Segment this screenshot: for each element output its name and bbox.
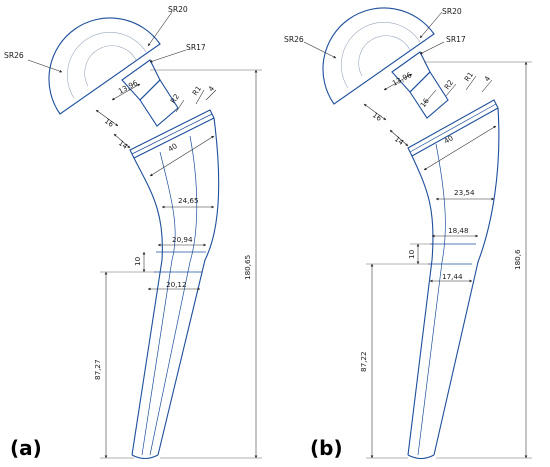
- neck-dim-label: 13,96: [117, 78, 140, 96]
- dim-14-label: 14: [393, 134, 406, 147]
- sr17-label: SR17: [186, 43, 206, 52]
- stem-outer-right: [433, 107, 500, 456]
- r2-leader: [175, 99, 185, 113]
- w1-dim-label: 24,65: [178, 196, 199, 205]
- head-inner-arc: [341, 21, 421, 89]
- femoral-head-cap: [322, 7, 435, 105]
- dim-4-label: 4: [482, 74, 492, 83]
- lower-len-label: 87,22: [359, 351, 368, 372]
- sr20-leader: [147, 11, 173, 47]
- sixteen-b-leader: [423, 89, 437, 105]
- head-inner-arc: [67, 31, 147, 99]
- dim-40-line: [149, 135, 215, 177]
- panel-a: SR26 SR20 SR17 13,96 16 14 R2 R1 4 40 24…: [4, 5, 262, 460]
- sr26-leader: [27, 59, 63, 73]
- sr20-leader: [419, 11, 443, 39]
- dim-4-line: [205, 89, 217, 101]
- dim-4-label: 4: [206, 84, 216, 93]
- r1-leader: [195, 89, 205, 105]
- neck-dim-line: [111, 83, 141, 101]
- dim-14-line: [113, 133, 131, 149]
- lower-len-label: 87,27: [93, 359, 102, 380]
- w2-dim-label: 20,94: [172, 235, 193, 244]
- total-len-label: 180,65: [243, 255, 252, 280]
- w1-dim-label: 23,54: [454, 188, 475, 197]
- dim-40-line: [423, 125, 497, 171]
- r2-label: R2: [442, 78, 455, 91]
- dim-10-label: 10: [133, 256, 142, 266]
- sr17-label: SR17: [446, 35, 466, 44]
- dim-40-label: 40: [166, 141, 179, 154]
- sr20-label: SR20: [442, 7, 462, 16]
- dim-16-line: [363, 103, 387, 121]
- neck-body: [139, 79, 179, 127]
- neck-body: [409, 71, 449, 119]
- dim-16-label: 16: [103, 116, 116, 129]
- r1-leader: [465, 75, 477, 91]
- neck-dim-label: 13,96: [391, 70, 414, 88]
- sr17-leader: [149, 49, 187, 63]
- stem-outer-left: [407, 155, 434, 456]
- dim-4-line: [481, 79, 493, 93]
- head-inner-arc-2: [84, 45, 137, 87]
- w2-dim-label: 18,48: [448, 226, 469, 235]
- r1-label: R1: [462, 70, 475, 83]
- panel-b: SR26 SR20 SR17 13,96 16 14 16 R2 R1 4 40…: [284, 7, 532, 460]
- dim-14-line: [389, 129, 409, 147]
- sr20-label: SR20: [168, 5, 188, 14]
- stem-tip: [131, 454, 159, 460]
- dim-16-label: 16: [371, 110, 384, 123]
- head-inner-arc-2: [358, 35, 411, 77]
- neck-dim-line: [383, 73, 413, 91]
- w3-dim-label: 20,12: [166, 280, 187, 289]
- sr26-label: SR26: [4, 51, 24, 60]
- sr17-leader: [419, 41, 445, 55]
- stem-inner-1: [141, 151, 176, 456]
- dim-10-label: 10: [407, 249, 416, 259]
- sr26-label: SR26: [284, 35, 304, 44]
- stem-tip: [407, 454, 435, 460]
- total-len-label: 180,6: [513, 249, 522, 270]
- dim-14-label: 14: [117, 138, 130, 151]
- stem-inner-1: [417, 143, 446, 456]
- stem-outer-right: [157, 117, 220, 456]
- dim-16-line: [95, 109, 119, 127]
- r2-leader: [445, 83, 457, 97]
- w3-dim-label: 17,44: [442, 272, 463, 281]
- panel-a-label: (a): [10, 436, 42, 460]
- dim-40-label: 40: [442, 133, 455, 146]
- collar-line: [131, 113, 213, 155]
- femoral-head-cap: [48, 17, 161, 115]
- r2-label: R2: [168, 92, 181, 105]
- panel-b-label: (b): [310, 436, 343, 460]
- stem-outer-left: [131, 157, 163, 456]
- sr26-leader: [303, 41, 337, 59]
